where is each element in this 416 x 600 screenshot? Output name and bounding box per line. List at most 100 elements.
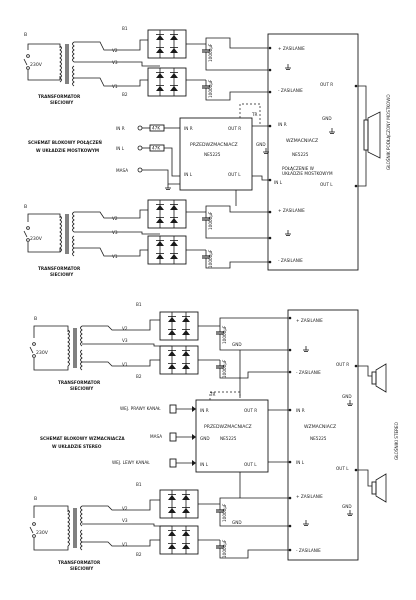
cap2-label: 10000μF — [208, 249, 213, 268]
mains-voltage: 230V — [36, 530, 49, 536]
transformer-icon — [67, 505, 83, 551]
transformer-label-1: TRANSFORMATOR — [38, 266, 81, 271]
terminal — [268, 90, 272, 94]
preamp-in-r: IN R — [200, 408, 209, 413]
transformer-label-1: TRANSFORMATOR — [58, 380, 101, 385]
amp-zas4: - ZASILANIE — [296, 548, 321, 553]
transformer-label-2: SIECIOWY — [70, 386, 94, 391]
diode-bridge-icon — [147, 199, 187, 229]
speaker-top: GŁOŚNIK PODŁĄCZONY MOSTKOWO — [358, 85, 391, 187]
rectifier-top-upper: B1 B2 10000μF 10000μF — [122, 26, 270, 101]
transformer-top-lower: B 230V TRANSFORMATOR SIECIOWY V2 V3 V1 — [23, 204, 122, 277]
amplifier-top: + ZASILANIE - ZASILANIE OUT R GND IN R W… — [267, 33, 359, 271]
preamp-in-l: IN L — [184, 172, 193, 177]
terminal — [268, 68, 272, 72]
resistor-r2: 47K — [152, 146, 160, 151]
amp-in-r: IN R — [278, 122, 287, 127]
transformer-label-2: SIECIOWY — [50, 100, 74, 105]
amp-out-r: OUT R — [320, 82, 333, 87]
fuse-label: B — [24, 204, 27, 210]
cap2-label: 10000μF — [222, 539, 227, 558]
tap-v1: V1 — [112, 84, 118, 89]
preamp-gnd: GND — [200, 436, 210, 441]
amp-out-l: OUT L — [336, 466, 349, 471]
transformer-top-upper: B 230V TRANSFORMATOR SIECIOWY V2 V3 V1 — [23, 32, 122, 105]
amp-title: WZMACNIACZ — [304, 424, 336, 430]
amp-in-r: IN R — [296, 408, 305, 413]
input-connector[interactable] — [169, 404, 177, 414]
preamp-out-l: OUT L — [244, 462, 257, 467]
tap-v3: V3 — [122, 518, 128, 523]
tap-v2: V2 — [112, 216, 118, 221]
diode-bridge-icon — [159, 345, 199, 375]
input-jack[interactable] — [137, 125, 143, 131]
tap-v3: V3 — [112, 230, 118, 235]
cap2-label: 10000μF — [222, 359, 227, 378]
b1-label: B1 — [122, 26, 128, 31]
preamp-out-l: OUT L — [228, 172, 241, 177]
input-masa: MASA — [150, 434, 162, 439]
amp-zas2: - ZASILANIE — [296, 370, 321, 375]
diode-bridge-icon — [159, 311, 199, 341]
terminal — [354, 84, 358, 88]
tap-v3: V3 — [122, 338, 128, 343]
tap-v1: V1 — [122, 542, 128, 547]
cap1-label: 10000μF — [208, 43, 213, 62]
transformer-bottom-lower: B 230V TRANSFORMATOR SIECIOWY V2 V3 V1 — [29, 496, 132, 571]
terminal — [288, 348, 292, 352]
amp-in-l: IN L — [296, 460, 305, 465]
cap2-label: 10000μF — [208, 79, 213, 98]
amp-zas1: + ZASILANIE — [278, 46, 305, 51]
input-connector[interactable] — [169, 432, 177, 442]
transformer-label-2: SIECIOWY — [70, 566, 94, 571]
amp-gnd: GND — [322, 116, 332, 121]
b2-label: B2 — [136, 374, 142, 379]
tap-v1: V1 — [112, 254, 118, 259]
diode-bridge-icon — [147, 235, 187, 265]
diode-bridge-icon — [147, 67, 187, 97]
input-connector[interactable] — [169, 458, 177, 468]
transformer-bottom-upper: B 230V TRANSFORMATOR SIECIOWY V2 V3 V1 — [29, 316, 132, 391]
diode-bridge-icon — [159, 489, 199, 519]
top-title-2: W UKŁADZIE MOSTKOWYM — [36, 148, 99, 153]
b2-label: B2 — [122, 92, 128, 97]
amp-zas1: + ZASILANIE — [296, 318, 323, 323]
preamp-tr: TR — [251, 112, 258, 117]
cap1-label: 10000μF — [222, 503, 227, 522]
transformer-label-1: TRANSFORMATOR — [38, 94, 81, 99]
input-jack[interactable] — [137, 167, 143, 173]
plug-icon — [29, 342, 36, 358]
input-jack[interactable] — [137, 145, 143, 151]
b1-label: B1 — [136, 302, 142, 307]
preamp-title: PRZEDWZMACNIACZ — [204, 424, 252, 430]
terminal — [354, 468, 358, 472]
top-title-1: SCHEMAT BLOKOWY POŁĄCZEŃ — [28, 140, 102, 145]
input-prawy: WEJ. PRAWY KANAŁ — [120, 406, 161, 411]
preamp-top: IN R OUT R PRZEDWZMACNIACZ NE5225 IN L O… — [179, 103, 270, 191]
fuse-label: B — [34, 496, 37, 502]
plug-icon — [23, 226, 30, 242]
preamp-chip: NE5225 — [220, 436, 237, 441]
input-in-l: IN L — [116, 146, 125, 151]
rectifier-bottom-upper: B1 B2 10000μF 10000μF GND — [132, 302, 290, 398]
amp-gnd2: GND — [342, 504, 352, 509]
mains-voltage: 230V — [30, 236, 43, 242]
speakers-bottom: GŁOŚNIKI STEREO — [358, 363, 399, 503]
transformer-icon — [59, 41, 75, 87]
mains-voltage: 230V — [36, 350, 49, 356]
amp-title: WZMACNIACZ — [286, 138, 318, 144]
rectifier-top-lower: 10000μF 10000μF — [122, 190, 270, 269]
cap1-label: 10000μF — [222, 325, 227, 344]
bottom-stereo-schematic: B 230V TRANSFORMATOR SIECIOWY V2 V3 V1 B… — [29, 302, 399, 571]
rect-gnd: GND — [232, 342, 242, 347]
ground-icon — [164, 183, 172, 190]
amp-chip: NE5225 — [310, 436, 327, 441]
preamp-out-r: OUT R — [244, 408, 257, 413]
cap1-label: 10000μF — [208, 211, 213, 230]
preamp-gnd: GND — [256, 142, 266, 147]
inputs-bottom: WEJ. PRAWY KANAŁ MASA WEJ. LEWY KANAŁ — [112, 404, 196, 468]
bottom-title-1: SCHEMAT BLOKOWY WZMACNIACZA — [40, 436, 125, 441]
tap-v1: V1 — [122, 362, 128, 367]
amplifier-bottom: + ZASILANIE - ZASILANIE OUT R GND IN R W… — [287, 309, 359, 561]
